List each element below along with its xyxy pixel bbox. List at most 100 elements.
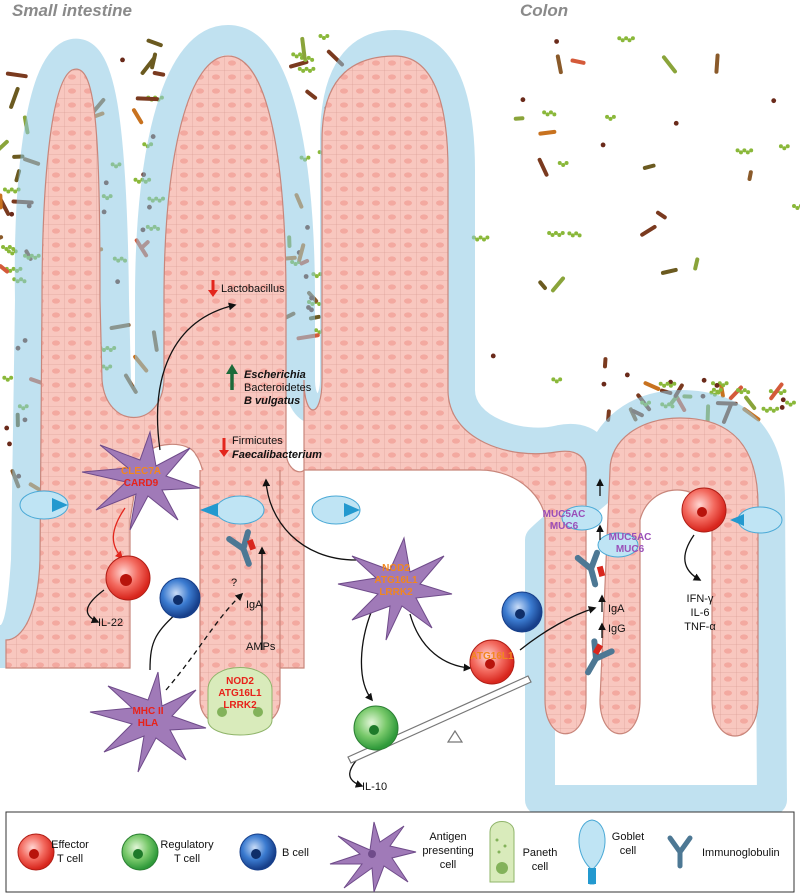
lymphocytes	[105, 487, 727, 751]
goblet-cells	[19, 490, 783, 558]
bacterium-rod	[693, 257, 700, 271]
down-arrow-icon	[219, 438, 229, 457]
label-ifng: IFN-γ	[687, 593, 714, 605]
bacterium-coccus	[724, 381, 729, 386]
bacterium-coccus	[782, 389, 787, 394]
bacterium-coccus	[768, 389, 773, 394]
bacterium-coccus	[749, 148, 754, 153]
bacterium-coccus	[552, 112, 557, 117]
gene-hla: HLA	[138, 718, 159, 729]
bacterium-coccus	[307, 68, 312, 73]
bacterium-dot	[624, 372, 630, 378]
bacterium-dot	[9, 211, 15, 217]
bacterium-rod	[537, 157, 549, 177]
goblet-cell-2	[200, 495, 265, 525]
bacterium-dot	[601, 381, 607, 387]
bacterium-rod	[0, 193, 3, 210]
arrow-nod2-to-atg16l1	[409, 613, 472, 672]
down-arrow-icon	[208, 280, 218, 297]
bacterium-dot	[120, 57, 125, 63]
bacterium-coccus	[304, 66, 309, 71]
bacterium-coccus	[557, 160, 562, 165]
bacterium-coccus	[779, 391, 784, 396]
regulatory-t-cell	[353, 705, 399, 751]
epithelium	[0, 25, 787, 815]
colon-title: Colon	[520, 1, 568, 20]
goblet-cell-1	[19, 490, 69, 520]
bacterium-coccus	[761, 406, 766, 411]
bacterium-coccus	[133, 177, 138, 182]
immunoglobulin-iga-right	[574, 549, 606, 588]
bacterium-coccus	[739, 390, 744, 395]
bacterium-rod	[643, 381, 661, 391]
label-bacteroidetes: Bacteroidetes	[244, 382, 312, 394]
bacterium-coccus	[745, 150, 750, 155]
gene-muc5ac-1: MUC5AC	[543, 509, 586, 520]
bacterium-coccus	[742, 388, 747, 393]
legend-effector-line1: Effector	[51, 839, 89, 851]
bacterium-rod	[131, 108, 144, 125]
legend-immunoglobulin: Immunoglobulin	[667, 835, 780, 869]
bacterium-coccus	[311, 66, 316, 71]
arrow-tcell-to-iga	[519, 606, 597, 651]
label-iga-left: IgA	[246, 599, 263, 611]
b-cell-right	[501, 591, 543, 633]
bacterium-rod	[289, 60, 309, 69]
immunoglobulins	[226, 529, 615, 676]
legend-regulatory-line2: T cell	[174, 853, 200, 865]
bacterium-coccus	[630, 36, 635, 41]
label-il10: IL-10	[362, 781, 387, 793]
bacterium-rod	[642, 163, 656, 170]
bacterium-coccus	[9, 375, 14, 380]
bacterium-dot	[780, 397, 786, 403]
label-il6: IL-6	[691, 607, 710, 619]
bacterium-coccus	[775, 406, 780, 411]
bacterium-dot	[7, 441, 12, 447]
legend-apc-line2: presenting	[422, 845, 473, 857]
arrow-clec7a-to-effector	[112, 507, 126, 560]
arrow-effector-to-il22	[86, 589, 105, 624]
goblet-cell-3	[311, 495, 361, 525]
bacterium-coccus	[735, 148, 740, 153]
bacterium-coccus	[738, 150, 743, 155]
bacterium-coccus	[627, 38, 632, 43]
bacterium-coccus	[577, 233, 582, 238]
bacterium-rod	[513, 116, 525, 121]
immunoglobulin-igg	[585, 638, 615, 676]
goblet-cell-5	[561, 505, 603, 531]
bacterium-coccus	[314, 328, 319, 333]
b-cell-left	[159, 577, 201, 619]
gene-muc6-1: MUC6	[550, 521, 579, 532]
gene-clec7a: CLEC7A	[121, 466, 161, 477]
bacterium-rod	[714, 53, 720, 74]
gene-nod2-apc: NOD2	[382, 563, 410, 574]
bacterium-rod	[305, 89, 318, 100]
legend-paneth-line2: cell	[532, 861, 549, 873]
bacterium-coccus	[662, 383, 667, 388]
bacterium-dot	[771, 98, 777, 104]
bacterium-coccus	[665, 381, 670, 386]
bacterium-coccus	[558, 377, 563, 382]
bacterium-coccus	[8, 268, 13, 273]
gene-card9: CARD9	[124, 478, 159, 489]
bacterium-coccus	[542, 110, 547, 115]
gene-lrrk2-paneth: LRRK2	[223, 700, 257, 711]
gene-lrrk2-apc: LRRK2	[379, 587, 413, 598]
legend-bcell-label: B cell	[282, 847, 309, 859]
arrow-nod2-to-regulatory	[360, 609, 373, 702]
label-il22: IL-22	[98, 617, 123, 629]
legend-apc-line3: cell	[440, 859, 457, 871]
bacterium-rod	[135, 96, 160, 102]
bacterium-dot	[490, 353, 496, 359]
label-firmicutes: Firmicutes	[232, 435, 283, 447]
bacterium-coccus	[570, 233, 575, 238]
bacterium-coccus	[553, 230, 558, 235]
bacterium-coccus	[1, 245, 6, 250]
gene-nod2-paneth: NOD2	[226, 676, 254, 687]
bacterium-coccus	[715, 389, 720, 394]
bacterium-coccus	[485, 235, 490, 240]
bacterium-coccus	[608, 116, 613, 121]
bacterium-dot	[701, 377, 707, 383]
label-b-vulgatus: B vulgatus	[244, 395, 300, 407]
